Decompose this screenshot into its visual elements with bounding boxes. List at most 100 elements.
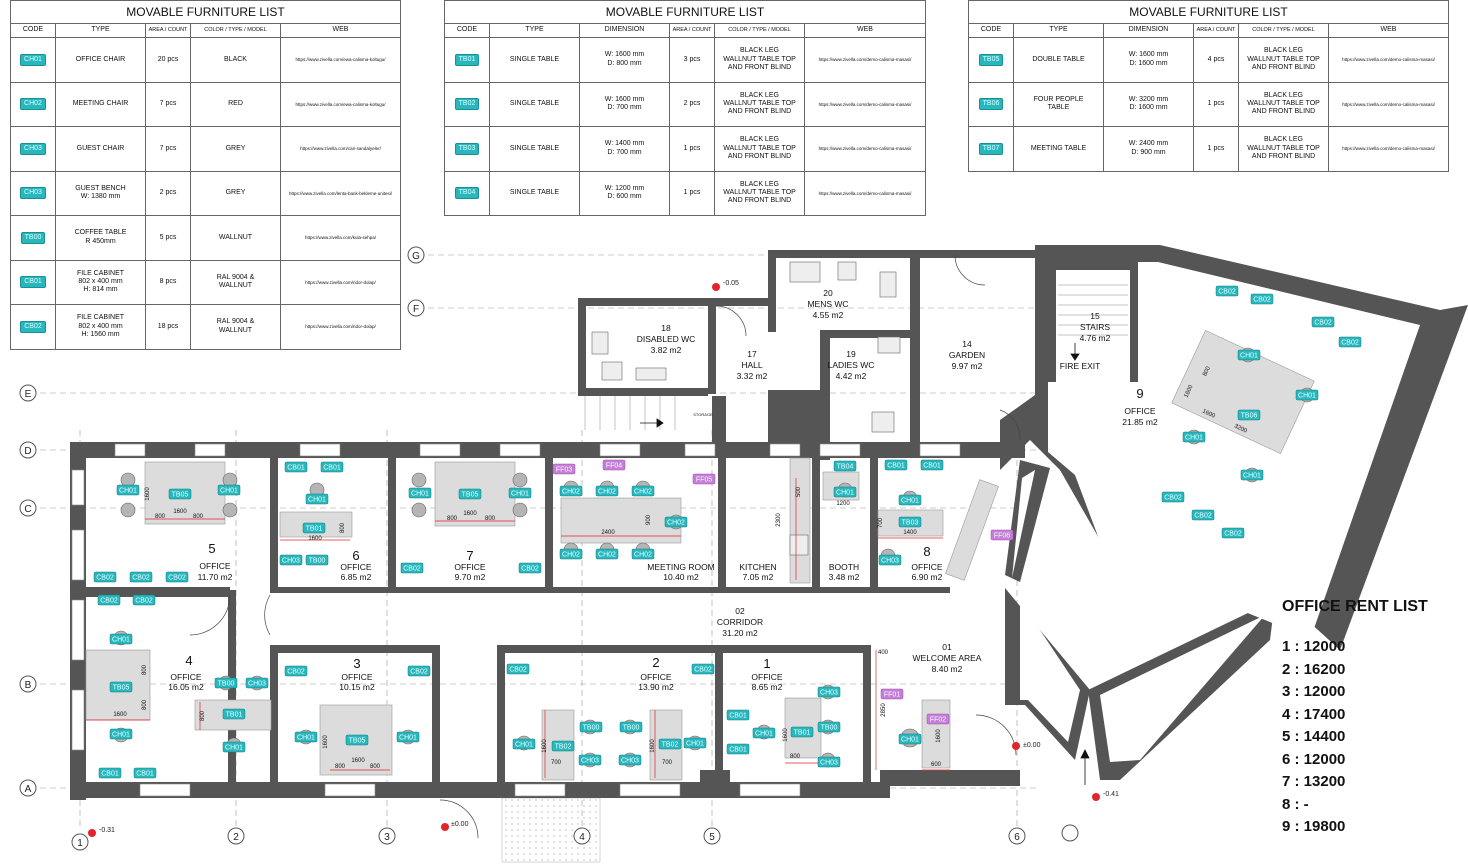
tag-box bbox=[458, 488, 482, 500]
furniture-code-tag: TB05 bbox=[458, 488, 482, 500]
col-header: WEB bbox=[1328, 23, 1449, 38]
tag-box bbox=[631, 485, 655, 497]
room-name: MEETING ROOM bbox=[647, 562, 715, 572]
tag-box bbox=[217, 484, 241, 496]
cell-color: BLACK LEG WALLNUT TABLE TOP AND FRONT BL… bbox=[714, 126, 805, 172]
furniture-code-tag: CB02 bbox=[518, 562, 542, 574]
furniture-code-tag: TB01 bbox=[790, 726, 814, 738]
cell-color: BLACK LEG WALLNUT TABLE TOP AND FRONT BL… bbox=[714, 170, 805, 216]
tag-box bbox=[1215, 285, 1239, 297]
furniture-code-tag: CH01 bbox=[683, 737, 707, 749]
tag-box bbox=[302, 522, 326, 534]
svg-text:1600: 1600 bbox=[542, 739, 548, 753]
tag-box bbox=[552, 463, 576, 475]
room-number: 19 bbox=[846, 349, 856, 359]
tag-label: CH01 bbox=[515, 742, 533, 749]
room-area: 6.90 m2 bbox=[912, 572, 943, 582]
tag-box bbox=[109, 728, 133, 740]
room-number: 5 bbox=[208, 541, 215, 556]
furniture-code-tag: TB02 bbox=[551, 740, 575, 752]
stairs-block bbox=[1048, 262, 1138, 382]
svg-text:800: 800 bbox=[370, 764, 381, 770]
tag-label: CH02 bbox=[598, 489, 616, 496]
tag-label: TB00 bbox=[583, 725, 600, 732]
code-badge: CH01 bbox=[20, 53, 46, 66]
wc-fixtures bbox=[591, 261, 901, 556]
room-name: HALL bbox=[741, 360, 763, 370]
tag-box bbox=[817, 721, 841, 733]
furniture-code-tag: CH01 bbox=[1295, 389, 1319, 401]
furniture-code-tag: CH03 bbox=[245, 677, 269, 689]
level-markers: -0.05 -0.31 ±0.00 ±0.00 -0.41 bbox=[88, 280, 1119, 837]
room-area: 13.90 m2 bbox=[638, 682, 674, 692]
code-badge: CH03 bbox=[20, 142, 46, 155]
tag-box bbox=[1237, 349, 1261, 361]
tag-label: CH02 bbox=[634, 552, 652, 559]
svg-text:800: 800 bbox=[335, 764, 346, 770]
tag-label: CH01 bbox=[112, 732, 130, 739]
tag-label: CH01 bbox=[1240, 353, 1258, 360]
tag-box bbox=[559, 548, 583, 560]
code-badge: TB03 bbox=[454, 142, 480, 155]
tag-box bbox=[1295, 389, 1319, 401]
furniture-code-tag: CH01 bbox=[116, 484, 140, 496]
cell-type: FOUR PEOPLE TABLE bbox=[1013, 81, 1104, 127]
code-badge: TB05 bbox=[978, 53, 1004, 66]
room-number: 02 bbox=[735, 606, 745, 616]
svg-text:1400: 1400 bbox=[903, 530, 917, 536]
room-labels: 5 OFFICE 11.70 m2 6 OFFICE 6.85 m2 7 OFF… bbox=[168, 288, 1158, 692]
cell-dim: W: 2400 mm D: 900 mm bbox=[1103, 126, 1194, 172]
tag-box bbox=[508, 487, 532, 499]
furniture-code-tag: CB01 bbox=[726, 709, 750, 721]
code-badge: TB00 bbox=[20, 231, 46, 244]
furniture-code-tag: CH03 bbox=[817, 686, 841, 698]
furniture-code-tag: TB05 bbox=[109, 681, 133, 693]
room-area: 3.32 m2 bbox=[737, 371, 768, 381]
cell-color: GREY bbox=[190, 126, 281, 172]
cell-web: https://www.zivella.com/demo-calisma-mas… bbox=[804, 170, 926, 216]
tag-label: CB02 bbox=[96, 575, 114, 582]
cell-web: https://www.zivella.com/kula-sehpa/ bbox=[280, 215, 401, 261]
svg-text:1600: 1600 bbox=[936, 729, 942, 743]
furniture-code-tag: TB00 bbox=[817, 721, 841, 733]
cell-color: BLACK LEG WALLNUT TABLE TOP AND FRONT BL… bbox=[1238, 81, 1329, 127]
cell-code: TB07 bbox=[968, 126, 1014, 172]
level-text: -0.05 bbox=[723, 280, 739, 287]
room-number: 8 bbox=[923, 544, 930, 559]
tag-box bbox=[683, 737, 707, 749]
furniture-code-tag: CH01 bbox=[752, 727, 776, 739]
furniture-code-tag: CB02 bbox=[1191, 509, 1215, 521]
tag-label: TB00 bbox=[309, 558, 326, 565]
tag-label: CB02 bbox=[410, 669, 428, 676]
tag-box bbox=[579, 721, 603, 733]
hall-stairs bbox=[584, 396, 676, 430]
furniture-code-tag: FF05 bbox=[692, 473, 716, 485]
grid-label: 6 bbox=[1014, 832, 1020, 843]
tag-label: FF06 bbox=[994, 533, 1010, 540]
tag-box bbox=[631, 548, 655, 560]
room-name: OFFICE bbox=[170, 672, 201, 682]
grid-label: F bbox=[413, 304, 419, 315]
furniture-code-tag: CH01 bbox=[408, 487, 432, 499]
furniture-code-tag: TB05 bbox=[168, 488, 192, 500]
svg-text:800: 800 bbox=[155, 514, 166, 520]
room-number: 9 bbox=[1136, 386, 1143, 401]
tag-label: CH01 bbox=[297, 735, 315, 742]
tag-box bbox=[664, 516, 688, 528]
tag-label: TB06 bbox=[1241, 413, 1258, 420]
cell-code: CH03 bbox=[10, 126, 56, 172]
tag-box bbox=[97, 594, 121, 606]
furniture-code-tag: TB03 bbox=[898, 516, 922, 528]
furniture-code-tag: CH03 bbox=[817, 756, 841, 768]
rent-item: 4 : 17400 bbox=[1282, 705, 1346, 723]
furniture-code-tag: CH02 bbox=[595, 485, 619, 497]
svg-text:1200: 1200 bbox=[836, 501, 850, 507]
room-name: OFFICE bbox=[340, 562, 371, 572]
tag-box bbox=[165, 571, 189, 583]
tag-box bbox=[817, 756, 841, 768]
tag-box bbox=[898, 494, 922, 506]
